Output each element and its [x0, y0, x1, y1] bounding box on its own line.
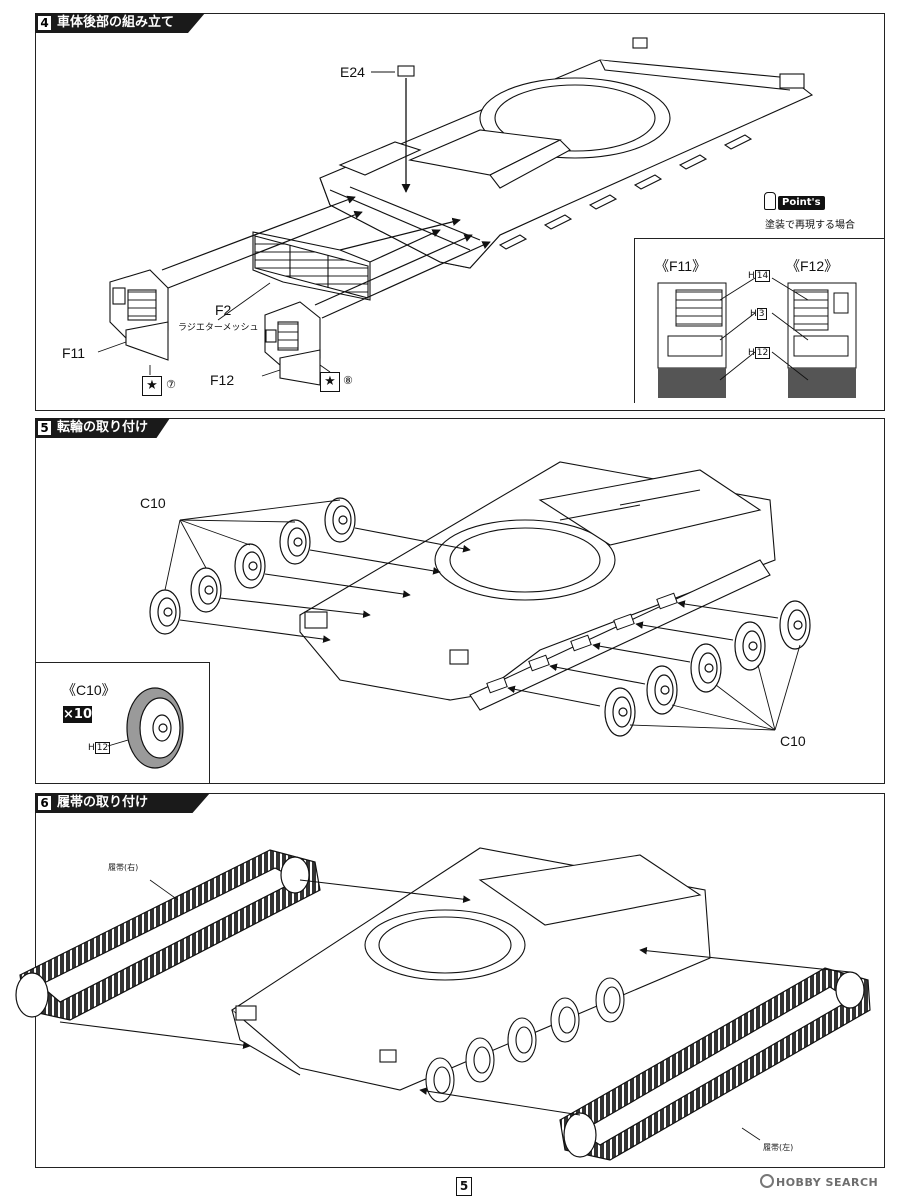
part-f11	[109, 269, 169, 361]
c10-inset	[35, 662, 210, 783]
label-track-left: 履帯(左)	[763, 1143, 794, 1152]
step4-number: 4	[38, 16, 51, 30]
paint-mark-f11: ⑦	[166, 378, 176, 391]
step6-title: 履帯の取り付け	[57, 795, 149, 810]
inset-title-f11: 《F11》	[655, 258, 707, 274]
part-f12	[264, 301, 321, 386]
label-f12: F12	[210, 372, 235, 388]
label-c10-right: C10	[780, 733, 806, 749]
label-track-right: 履帯(右)	[108, 863, 139, 872]
label-e24: E24	[340, 64, 365, 80]
step4-hull	[319, 37, 814, 269]
step6-mounted-wheels	[425, 977, 625, 1103]
step5-right-wheels	[604, 600, 811, 737]
step5-header: 5 転輪の取り付け	[35, 418, 245, 438]
points-note: 塗装で再現する場合	[765, 220, 855, 231]
watermark: HOBBY SEARCH	[760, 1174, 878, 1189]
step5-left-wheels	[149, 497, 356, 635]
paint-mark-f12: ⑧	[343, 374, 353, 387]
star-mark-f12: ★	[320, 372, 340, 392]
label-f2-sub: ラジエターメッシュ	[178, 323, 259, 333]
inset-c10-wheel	[126, 687, 184, 769]
star-mark-f11: ★	[142, 376, 162, 396]
inset-title-f12: 《F12》	[786, 258, 839, 274]
step5-title: 転輪の取り付け	[57, 420, 149, 435]
step6-header: 6 履帯の取り付け	[35, 793, 245, 813]
track-left	[559, 967, 871, 1161]
watermark-logo-icon	[760, 1174, 774, 1188]
label-f2: F2	[215, 302, 232, 318]
part-e24	[397, 65, 415, 77]
step4-title: 車体後部の組み立て	[57, 15, 175, 30]
quantity-badge: ×10	[63, 706, 92, 723]
step5-number: 5	[38, 421, 51, 435]
inset-title-c10: 《C10》	[62, 682, 116, 698]
label-c10-left: C10	[140, 495, 166, 511]
step5-hull	[299, 461, 776, 711]
hand-icon	[764, 192, 776, 210]
step6-hull	[231, 847, 711, 1091]
points-badge: Point's	[778, 196, 825, 210]
step6-number: 6	[38, 796, 51, 810]
step5-axles	[486, 592, 678, 694]
track-right	[15, 849, 321, 1021]
part-f2	[252, 231, 371, 301]
label-f11: F11	[62, 345, 86, 361]
step4-header: 4 車体後部の組み立て	[35, 13, 245, 33]
inset-f11-drawing	[657, 282, 727, 398]
page-number: 5	[456, 1177, 472, 1196]
f11-f12-inset	[634, 238, 884, 403]
inset-f12-drawing	[787, 282, 857, 398]
